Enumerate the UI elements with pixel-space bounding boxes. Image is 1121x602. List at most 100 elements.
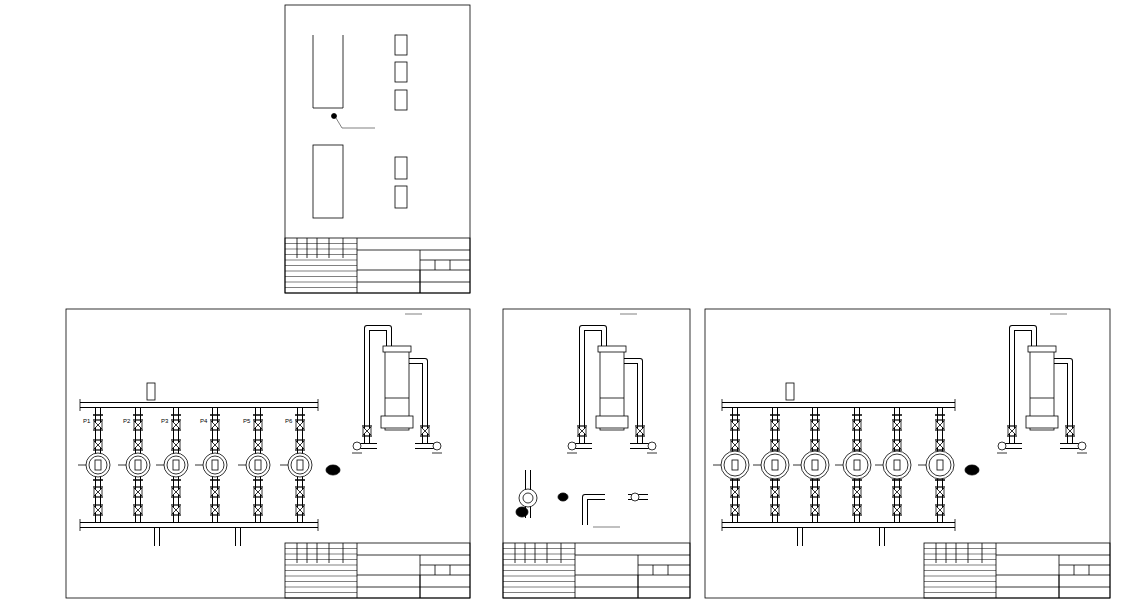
line (285, 243, 357, 244)
line (295, 439, 305, 440)
valve-symbol (134, 506, 142, 514)
line (575, 555, 690, 556)
circle (89, 456, 107, 474)
line (635, 435, 645, 436)
line (133, 479, 143, 481)
line (730, 429, 740, 430)
valve-symbol (296, 441, 304, 449)
valve-symbol (731, 488, 739, 496)
line (295, 449, 305, 450)
line (307, 543, 308, 563)
line (730, 496, 740, 497)
line (313, 35, 314, 108)
pipe-outline (797, 528, 803, 546)
line (171, 449, 181, 450)
circle (883, 451, 911, 479)
line-work (66, 5, 1110, 598)
line (918, 465, 926, 466)
pipe-outline (235, 528, 241, 546)
line (253, 439, 263, 440)
line (577, 435, 587, 436)
line (285, 565, 357, 566)
circle (846, 454, 868, 476)
circle (1078, 442, 1086, 450)
line (1077, 453, 1087, 454)
line (285, 581, 357, 582)
line (892, 504, 902, 505)
line (924, 548, 996, 549)
line (770, 419, 780, 420)
valve-symbol (172, 421, 180, 429)
line (935, 479, 945, 481)
line (93, 504, 103, 505)
line (420, 250, 421, 293)
line (93, 479, 103, 481)
valve-symbol (254, 488, 262, 496)
outline (786, 383, 794, 400)
line (285, 271, 357, 272)
valve-symbol (172, 488, 180, 496)
line (770, 414, 780, 416)
valve-symbol (936, 488, 944, 496)
pipe-outline (80, 402, 318, 408)
line (253, 486, 263, 487)
line (210, 496, 220, 497)
valve-symbol (771, 421, 779, 429)
valve-symbol (1008, 427, 1016, 435)
line (362, 425, 372, 426)
line (385, 398, 409, 399)
line (343, 238, 344, 258)
valve-symbol (936, 421, 944, 429)
pipe-outline (722, 402, 955, 408)
line (133, 419, 143, 420)
outline (894, 460, 900, 470)
line (133, 514, 143, 515)
line (515, 543, 516, 563)
valve-symbol (363, 427, 371, 435)
line (357, 575, 470, 576)
circle (843, 451, 871, 479)
pipe-outline (879, 528, 885, 546)
pump-symbol (558, 493, 568, 501)
line (503, 581, 575, 582)
line (280, 465, 288, 466)
line (810, 439, 820, 440)
line (852, 429, 862, 430)
line (210, 486, 220, 487)
line (668, 565, 669, 575)
circle (764, 454, 786, 476)
valve-symbol (771, 506, 779, 514)
line (210, 514, 220, 515)
line (171, 514, 181, 515)
circle (724, 454, 746, 476)
line (317, 238, 318, 258)
line (935, 449, 945, 450)
circle (519, 489, 537, 507)
line (295, 414, 305, 416)
valve-symbol (254, 506, 262, 514)
line (996, 555, 1110, 556)
line (313, 108, 343, 109)
line (253, 496, 263, 497)
line (253, 449, 263, 450)
line (171, 429, 181, 430)
line (852, 504, 862, 505)
line (78, 465, 86, 466)
pipe-outline (628, 494, 648, 500)
line (357, 270, 470, 271)
line (432, 453, 442, 454)
line (285, 592, 357, 593)
line (638, 575, 639, 598)
outline (285, 238, 470, 293)
line (892, 414, 902, 416)
outline (1028, 346, 1056, 352)
line (253, 479, 263, 481)
line (133, 439, 143, 440)
circle (126, 453, 150, 477)
pipe-fill (155, 528, 159, 546)
outline (732, 460, 738, 470)
line (195, 465, 203, 466)
line (835, 465, 843, 466)
line (435, 260, 436, 270)
line (770, 479, 780, 481)
